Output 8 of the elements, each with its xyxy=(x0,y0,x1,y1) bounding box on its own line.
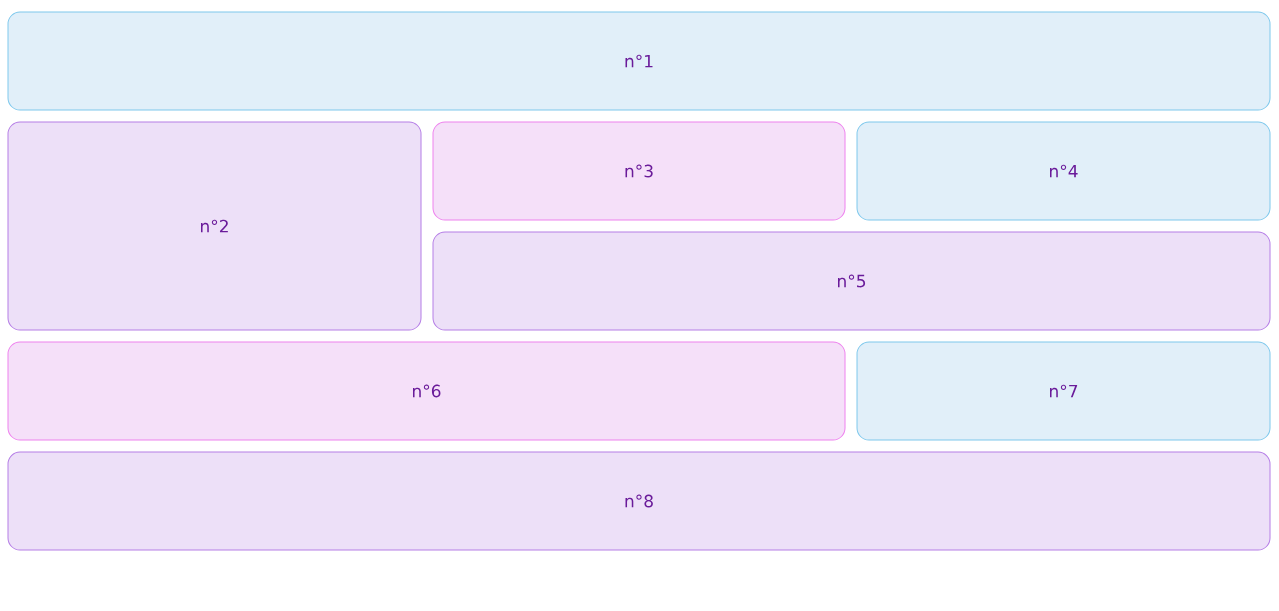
panel-box: n°7 xyxy=(856,341,1271,441)
panel-box: n°6 xyxy=(7,341,846,441)
panel-box: n°1 xyxy=(7,11,1271,111)
panel-box: n°4 xyxy=(856,121,1271,221)
panel-box: n°2 xyxy=(7,121,422,331)
panel-box: n°3 xyxy=(432,121,846,221)
panel-box: n°5 xyxy=(432,231,1271,331)
panel-box: n°8 xyxy=(7,451,1271,551)
